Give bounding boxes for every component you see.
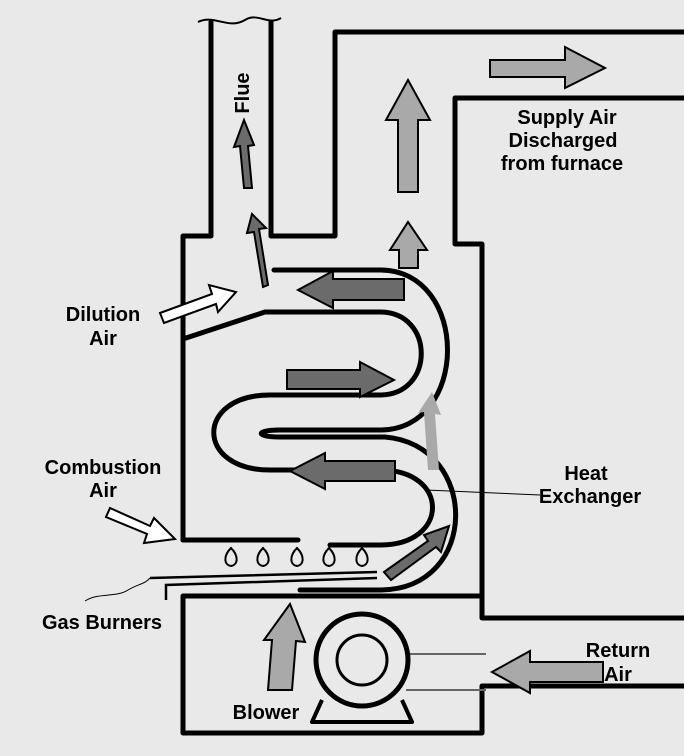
combustion-air-label-line2: Air [89, 480, 117, 502]
flue-gas-arrow [245, 212, 270, 289]
heat-exchanger-leader [425, 489, 541, 496]
heat-exchanger-label-line2: Exchanger [539, 486, 641, 508]
return-air-arrow [489, 649, 604, 695]
combustion-air-label-line1: Combustion [45, 457, 162, 479]
supply-air-label-line1: Supply Air [517, 107, 616, 129]
exhaust-arrow [287, 451, 396, 491]
flow-arrows [104, 45, 608, 695]
flue-cut-line [197, 16, 282, 25]
flue-left-wall [180, 19, 214, 343]
exhaust-arrow [295, 269, 405, 310]
flame-icon [355, 546, 369, 568]
dilution-air-arrow [158, 283, 238, 325]
blower-label: Blower [233, 702, 300, 724]
flame-icon [290, 546, 304, 568]
flame-icon [322, 546, 336, 568]
blower-air-arrow [262, 601, 307, 691]
cabinet-right-wall [452, 95, 684, 621]
gas-burners [84, 546, 378, 602]
labels: Flue Supply Air Discharged from furnace … [42, 72, 650, 724]
supply-air-label-line2: Discharged [509, 130, 618, 152]
burner-leader [84, 577, 151, 602]
supply-duct-top-wall [268, 29, 684, 239]
flue-label: Flue [232, 72, 254, 113]
flue-gas-arrow [232, 117, 256, 189]
heat-exchanger-inner-tube [183, 309, 435, 548]
gas-burners-label: Gas Burners [42, 612, 162, 634]
flame-icon [224, 546, 238, 568]
blower-unit [310, 611, 486, 724]
heated-air-arrow [388, 220, 429, 269]
heat-exchanger-outer-tube [258, 267, 459, 593]
heat-exchanger [183, 267, 541, 593]
flue-stack [180, 16, 282, 343]
exhaust-arrow [286, 360, 397, 399]
blower-wheel-icon [313, 611, 411, 709]
flame-icon [256, 546, 270, 568]
dilution-air-label-line2: Air [89, 328, 117, 350]
return-air-label-line2: Air [604, 664, 632, 686]
heated-air-arrow [418, 392, 441, 470]
blower-hub-icon [335, 633, 389, 687]
supply-air-arrow [489, 45, 608, 90]
dilution-air-label-line1: Dilution [66, 304, 140, 326]
supply-air-arrow [384, 77, 432, 193]
return-air-label-line1: Return [586, 640, 650, 662]
blower-base [310, 699, 414, 724]
burner-manifold [149, 570, 378, 600]
heat-exchanger-label-line1: Heat [564, 463, 608, 485]
combustion-air-arrow [104, 506, 178, 545]
supply-air-label-line3: from furnace [501, 153, 623, 175]
combustion-gas-arrow [382, 524, 451, 582]
